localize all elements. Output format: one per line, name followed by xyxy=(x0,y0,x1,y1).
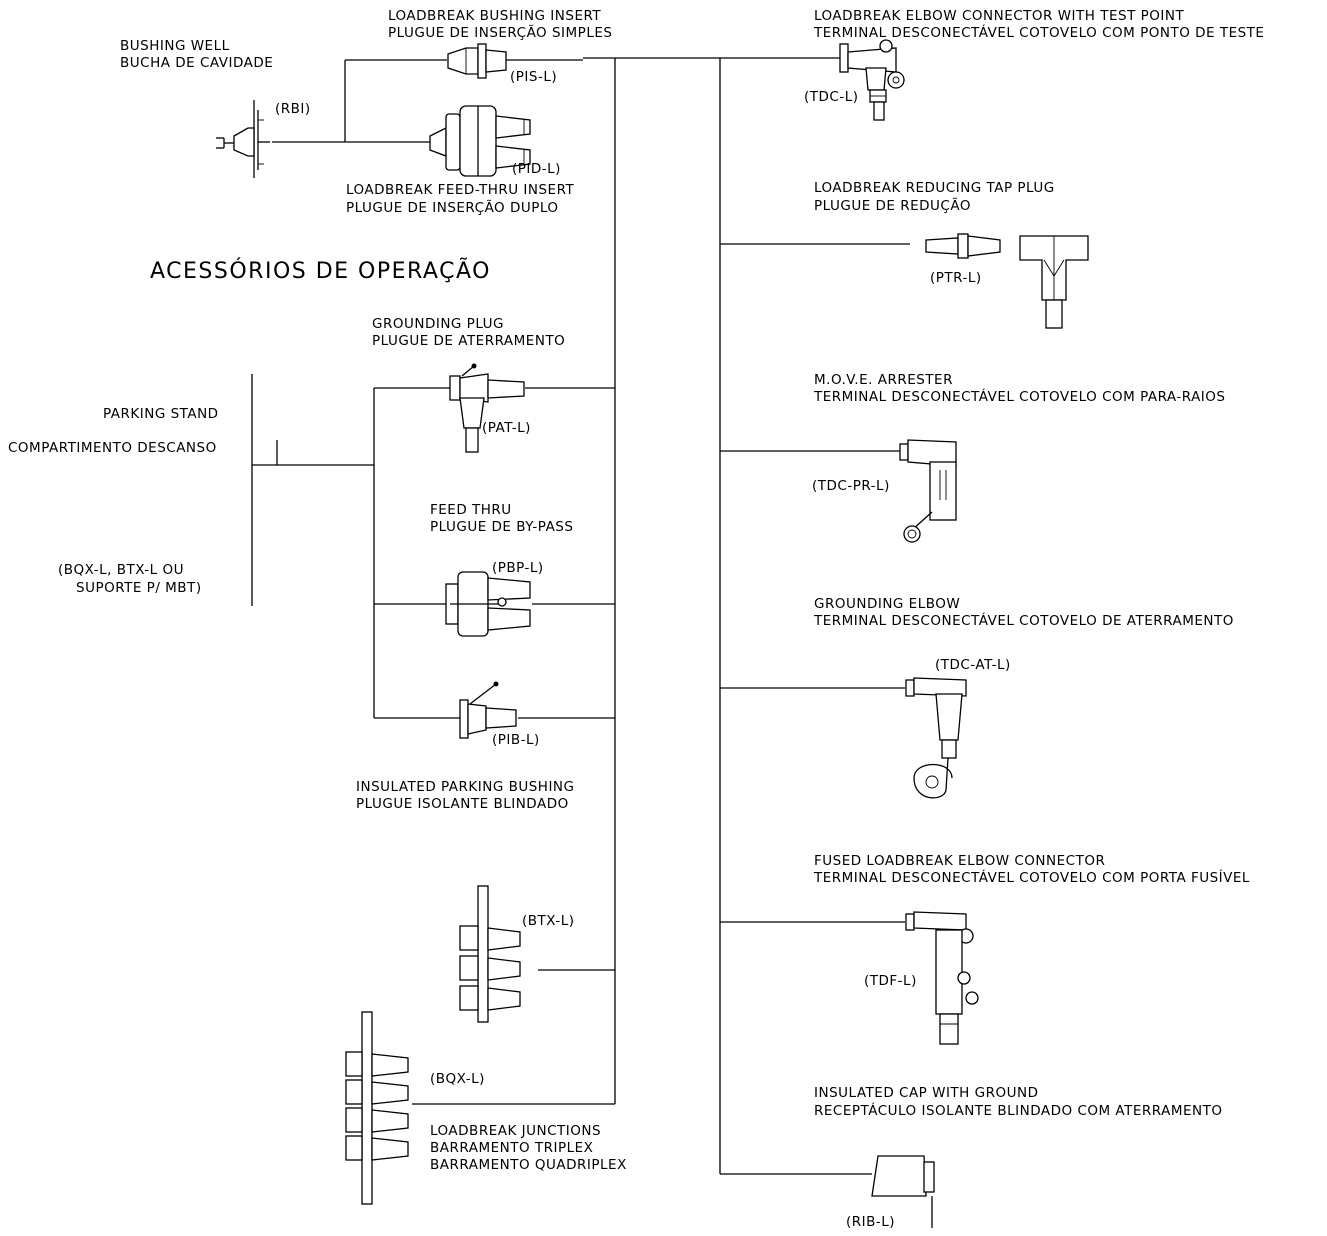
pbp-l-symbol xyxy=(445,571,531,637)
junctions-label-3: BARRAMENTO QUADRIPLEX xyxy=(430,1157,627,1173)
pib-l-symbol xyxy=(459,681,517,739)
pbp-code: (PBP-L) xyxy=(492,560,544,576)
junctions-label-1: LOADBREAK JUNCTIONS xyxy=(430,1123,601,1139)
pid-label-pt: PLUGUE DE INSERÇÃO DUPLO xyxy=(346,199,559,216)
pbp-label-en: FEED THRU xyxy=(430,502,512,518)
pat-code: (PAT-L) xyxy=(482,420,531,436)
ptr-label-en: LOADBREAK REDUCING TAP PLUG xyxy=(814,180,1055,196)
tdcpr-label-en: M.O.V.E. ARRESTER xyxy=(814,372,953,388)
rbi-code: (RBI) xyxy=(275,101,311,117)
pib-label-en: INSULATED PARKING BUSHING xyxy=(356,779,575,795)
parking-note-1: (BQX-L, BTX-L OU xyxy=(58,562,184,578)
tdf-label-en: FUSED LOADBREAK ELBOW CONNECTOR xyxy=(814,853,1105,869)
tdcpr-label-pt: TERMINAL DESCONECTÁVEL COTOVELO COM PARA… xyxy=(813,388,1225,405)
rib-l-symbol xyxy=(871,1155,935,1228)
pib-code: (PIB-L) xyxy=(492,732,540,748)
pat-l-symbol xyxy=(449,363,525,453)
parking-label-en: PARKING STAND xyxy=(103,406,219,422)
rbi-label-pt: BUCHA DE CAVIDADE xyxy=(120,55,273,71)
connection-lines xyxy=(251,57,910,1175)
tdcpr-code: (TDC-PR-L) xyxy=(812,478,890,494)
bqx-l-symbol xyxy=(345,1011,409,1205)
rib-label-en: INSULATED CAP WITH GROUND xyxy=(814,1085,1038,1101)
pat-label-pt: PLUGUE DE ATERRAMENTO xyxy=(372,333,565,349)
pis-label-en: LOADBREAK BUSHING INSERT xyxy=(388,8,601,24)
tdf-label-pt: TERMINAL DESCONECTÁVEL COTOVELO COM PORT… xyxy=(813,869,1250,886)
tdcat-label-pt: TERMINAL DESCONECTÁVEL COTOVELO DE ATERR… xyxy=(813,612,1234,629)
btx-code: (BTX-L) xyxy=(522,913,575,929)
tdc-l-symbol xyxy=(839,39,905,121)
btx-l-symbol xyxy=(459,885,521,1023)
junctions-label-2: BARRAMENTO TRIPLEX xyxy=(430,1140,593,1156)
tdc-label-pt: TERMINAL DESCONECTÁVEL COTOVELO COM PONT… xyxy=(813,24,1264,41)
pis-code: (PIS-L) xyxy=(510,69,557,85)
pid-code: (PID-L) xyxy=(512,161,561,177)
tdc-pr-l-symbol xyxy=(899,439,957,543)
tdcat-code: (TDC-AT-L) xyxy=(935,657,1011,673)
tdf-code: (TDF-L) xyxy=(864,973,917,989)
page-heading: ACESSÓRIOS DE OPERAÇÃO xyxy=(150,257,491,284)
ptr-code: (PTR-L) xyxy=(930,270,982,286)
rbi-label-en: BUSHING WELL xyxy=(120,38,230,54)
bushing-well-symbol xyxy=(216,100,270,178)
parking-label-pt: COMPARTIMENTO DESCANSO xyxy=(8,440,217,456)
pib-label-pt: PLUGUE ISOLANTE BLINDADO xyxy=(356,796,569,812)
tdc-at-l-symbol xyxy=(905,677,967,799)
tdf-l-symbol xyxy=(905,911,979,1045)
ptr-label-pt: PLUGUE DE REDUÇÃO xyxy=(814,197,971,214)
tdc-code: (TDC-L) xyxy=(804,89,859,105)
pbp-label-pt: PLUGUE DE BY-PASS xyxy=(430,519,573,535)
pis-l-symbol xyxy=(447,43,583,79)
tdcat-label-en: GROUNDING ELBOW xyxy=(814,596,960,612)
pid-label-en: LOADBREAK FEED-THRU INSERT xyxy=(346,182,574,198)
pid-l-symbol xyxy=(429,105,531,177)
tdc-label-en: LOADBREAK ELBOW CONNECTOR WITH TEST POIN… xyxy=(814,8,1184,24)
rib-label-pt: RECEPTÁCULO ISOLANTE BLINDADO COM ATERRA… xyxy=(814,1102,1223,1119)
pis-label-pt: PLUGUE DE INSERÇÃO SIMPLES xyxy=(388,24,612,41)
pat-label-en: GROUNDING PLUG xyxy=(372,316,504,332)
rib-code: (RIB-L) xyxy=(846,1214,895,1230)
ptr-l-symbol xyxy=(925,233,1089,329)
parking-note-2: SUPORTE P/ MBT) xyxy=(76,580,202,596)
bqx-code: (BQX-L) xyxy=(430,1071,485,1087)
